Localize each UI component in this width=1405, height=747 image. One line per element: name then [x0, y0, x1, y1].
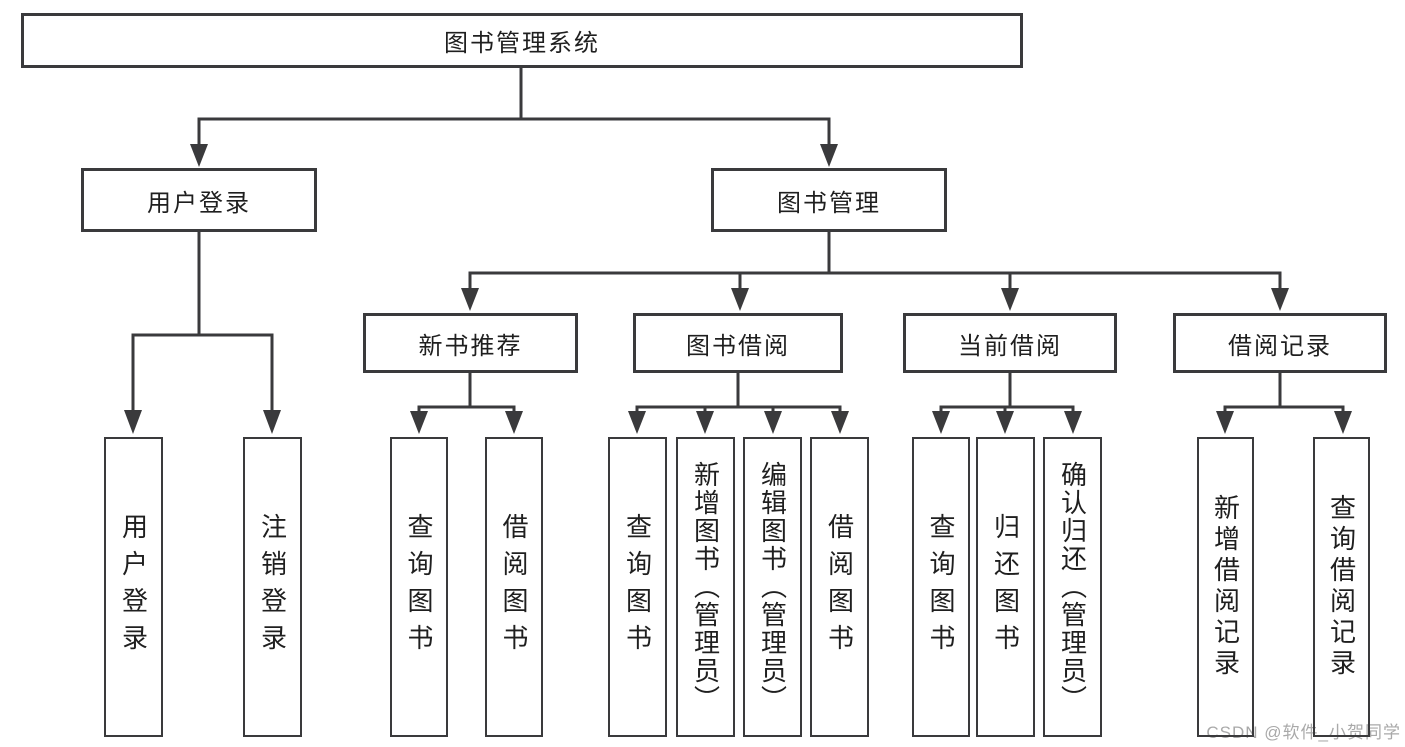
- csdn-watermark: CSDN @软件_小贺同学: [1206, 723, 1401, 742]
- leaf-borrow-books-recommend: 借阅图书: [485, 437, 543, 737]
- node-user-login: 用户登录: [81, 168, 317, 232]
- leaf-query-books-borrow: 查询图书: [608, 437, 667, 737]
- node-new-book-recommend: 新书推荐: [363, 313, 578, 373]
- node-borrow-records: 借阅记录: [1173, 313, 1387, 373]
- node-root: 图书管理系统: [21, 13, 1023, 68]
- leaf-user-login: 用户登录: [104, 437, 163, 737]
- node-current-borrow: 当前借阅: [903, 313, 1117, 373]
- leaf-query-books-recommend: 查询图书: [390, 437, 448, 737]
- leaf-query-borrow-record: 查询借阅记录: [1313, 437, 1370, 737]
- leaf-edit-book-admin: 编辑图书（管理员）: [743, 437, 802, 737]
- leaf-query-books-current: 查询图书: [912, 437, 970, 737]
- leaf-borrow-books: 借阅图书: [810, 437, 869, 737]
- leaf-logout: 注销登录: [243, 437, 302, 737]
- leaf-add-book-admin: 新增图书（管理员）: [676, 437, 735, 737]
- node-book-borrow: 图书借阅: [633, 313, 843, 373]
- leaf-add-borrow-record: 新增借阅记录: [1197, 437, 1254, 737]
- leaf-confirm-return-admin: 确认归还（管理员）: [1043, 437, 1102, 737]
- node-book-management: 图书管理: [711, 168, 947, 232]
- leaf-return-book: 归还图书: [976, 437, 1035, 737]
